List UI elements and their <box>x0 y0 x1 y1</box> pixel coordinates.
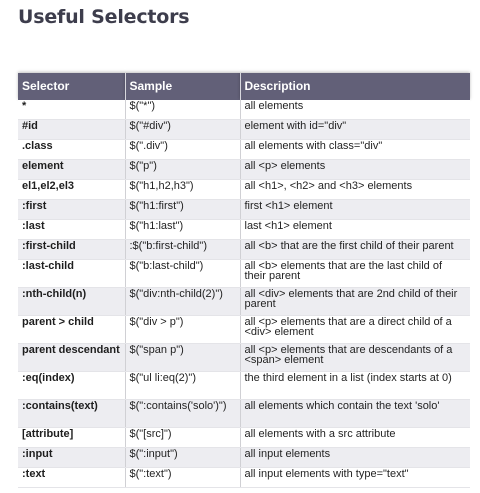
selector-cell: parent descendant <box>18 343 126 372</box>
selector-cell: * <box>18 100 126 120</box>
selector-cell: :first <box>18 199 126 220</box>
table-row: :nth-child(n) $("div:nth-child(2)") all … <box>18 287 470 316</box>
sample-cell: $(":contains('solo')") <box>125 399 241 428</box>
sample-cell: $("div > p") <box>125 315 241 344</box>
sample-cell: $("span p") <box>125 343 241 372</box>
table-row: :last $("h1:last") last <h1> element <box>18 219 470 240</box>
sample-cell: $("h1:first") <box>125 199 241 220</box>
sample-cell: :$("b:first-child") <box>125 239 241 260</box>
table-row: parent > child $("div > p") all <p> elem… <box>18 315 470 344</box>
sample-cell: $("#div") <box>125 119 241 140</box>
description-cell: all <p> elements that are a direct child… <box>240 315 470 344</box>
sample-cell: $("p") <box>125 159 241 180</box>
header-selector: Selector <box>18 73 126 100</box>
description-cell: all elements with class="div" <box>240 139 470 160</box>
table-row: :eq(index) $("ul li:eq(2)") the third el… <box>18 371 470 400</box>
sample-cell: $("ul li:eq(2)") <box>125 371 241 400</box>
selector-cell: :last <box>18 219 126 240</box>
description-cell: all input elements with type="text" <box>240 467 470 488</box>
table-row: #id $("#div") element with id="div" <box>18 119 470 140</box>
description-cell: all elements which contain the text 'sol… <box>240 399 470 428</box>
selector-cell: :text <box>18 467 126 488</box>
sample-cell: $("div:nth-child(2)") <box>125 287 241 316</box>
header-row: Selector Sample Description <box>18 73 470 100</box>
selector-cell: [attribute] <box>18 427 126 448</box>
selector-cell: :input <box>18 447 126 468</box>
table-row: :input $(":input") all input elements <box>18 447 470 468</box>
description-cell: all elements <box>240 100 470 120</box>
sample-cell: $("[src]") <box>125 427 241 448</box>
description-cell: the third element in a list (index start… <box>240 371 470 400</box>
sample-cell: $(":input") <box>125 447 241 468</box>
table-row: el1,el2,el3 $("h1,h2,h3") all <h1>, <h2>… <box>18 179 470 200</box>
selector-cell: element <box>18 159 126 180</box>
sample-cell: $(".div") <box>125 139 241 160</box>
table-row: parent descendant $("span p") all <p> el… <box>18 343 470 372</box>
description-cell: all input elements <box>240 447 470 468</box>
description-cell: first <h1> element <box>240 199 470 220</box>
description-text: the third element in a list (index start… <box>244 372 452 384</box>
table-row: * $("*") all elements <box>18 100 470 120</box>
description-cell: element with id="div" <box>240 119 470 140</box>
selector-cell: parent > child <box>18 315 126 344</box>
description-cell: all <b> that are the first child of thei… <box>240 239 470 260</box>
description-cell: all <div> elements that are 2nd child of… <box>240 287 470 316</box>
selector-cell: :last-child <box>18 259 126 288</box>
header-description: Description <box>240 73 470 100</box>
table-row: :text $(":text") all input elements with… <box>18 467 470 488</box>
selector-cell: :eq(index) <box>18 371 126 400</box>
table-row: :first $("h1:first") first <h1> element <box>18 199 470 220</box>
table-body: * $("*") all elements #id $("#div") elem… <box>18 100 470 488</box>
header-sample: Sample <box>125 73 241 100</box>
description-text: all <p> elements that are a direct child… <box>244 316 452 338</box>
description-text: all elements which contain the text 'sol… <box>244 400 440 412</box>
table-row: [attribute] $("[src]") all elements with… <box>18 427 470 448</box>
sample-cell: $("*") <box>125 100 241 120</box>
sample-cell: $("h1,h2,h3") <box>125 179 241 200</box>
table-header: Selector Sample Description <box>18 73 470 100</box>
selector-cell: :first-child <box>18 239 126 260</box>
selector-cell: :nth-child(n) <box>18 287 126 316</box>
page-title: Useful Selectors <box>18 6 190 28</box>
description-cell: all <h1>, <h2> and <h3> elements <box>240 179 470 200</box>
description-cell: all <p> elements <box>240 159 470 180</box>
sample-cell: $("b:last-child") <box>125 259 241 288</box>
selector-cell: #id <box>18 119 126 140</box>
description-text: all <div> elements that are 2nd child of… <box>244 288 458 310</box>
description-cell: all elements with a src attribute <box>240 427 470 448</box>
selector-cell: el1,el2,el3 <box>18 179 126 200</box>
table-row: :contains(text) $(":contains('solo')") a… <box>18 399 470 428</box>
description-text: all <b> elements that are the last child… <box>244 260 443 282</box>
table-row: :first-child :$("b:first-child") all <b>… <box>18 239 470 260</box>
sample-cell: $(":text") <box>125 467 241 488</box>
table-row: .class $(".div") all elements with class… <box>18 139 470 160</box>
description-cell: last <h1> element <box>240 219 470 240</box>
table-row: element $("p") all <p> elements <box>18 159 470 180</box>
description-cell: all <p> elements that are descendants of… <box>240 343 470 372</box>
table-row: :last-child $("b:last-child") all <b> el… <box>18 259 470 288</box>
description-cell: all <b> elements that are the last child… <box>240 259 470 288</box>
selectors-table: Selector Sample Description * $("*") all… <box>18 73 470 488</box>
sample-cell: $("h1:last") <box>125 219 241 240</box>
description-text: all <p> elements that are descendants of… <box>244 344 453 366</box>
selector-cell: .class <box>18 139 126 160</box>
selector-cell: :contains(text) <box>18 399 126 428</box>
